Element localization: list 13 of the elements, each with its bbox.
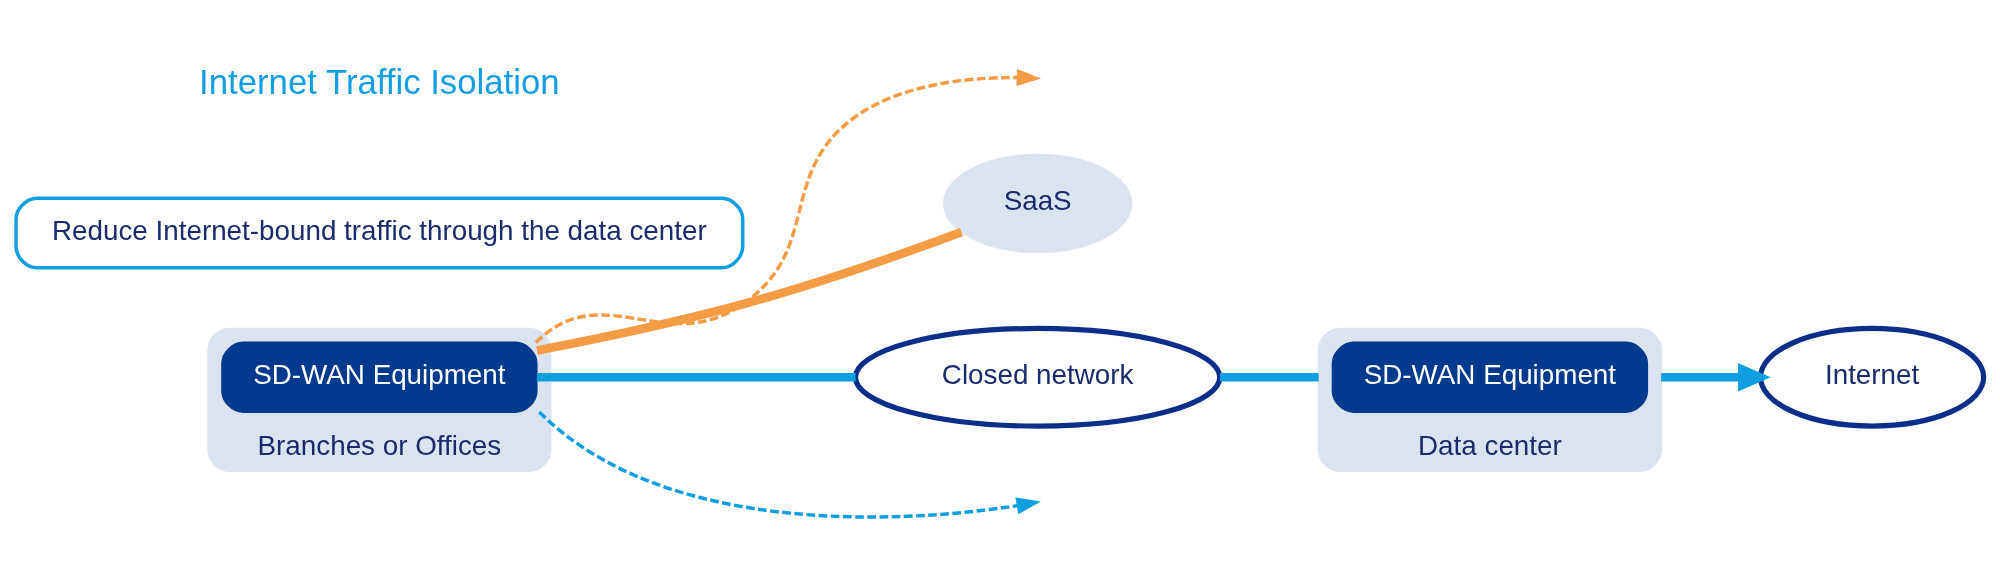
connector [1220, 372, 1319, 382]
node-box: Reduce Internet-bound traffic through the data center [14, 195, 745, 269]
node-ellipse: Internet [1757, 325, 1987, 429]
arrow [538, 410, 1041, 518]
node-ellipse: SaaS [942, 153, 1133, 253]
label: Internet Traffic Isolation [199, 62, 560, 101]
node-box: SD-WAN Equipment [221, 341, 538, 413]
connector [537, 372, 856, 382]
node-ellipse: Closed network [852, 325, 1223, 429]
connector [536, 227, 963, 355]
arrow [534, 68, 1042, 344]
node-box: SD-WAN Equipment [1331, 341, 1649, 413]
arrow [1661, 362, 1771, 391]
